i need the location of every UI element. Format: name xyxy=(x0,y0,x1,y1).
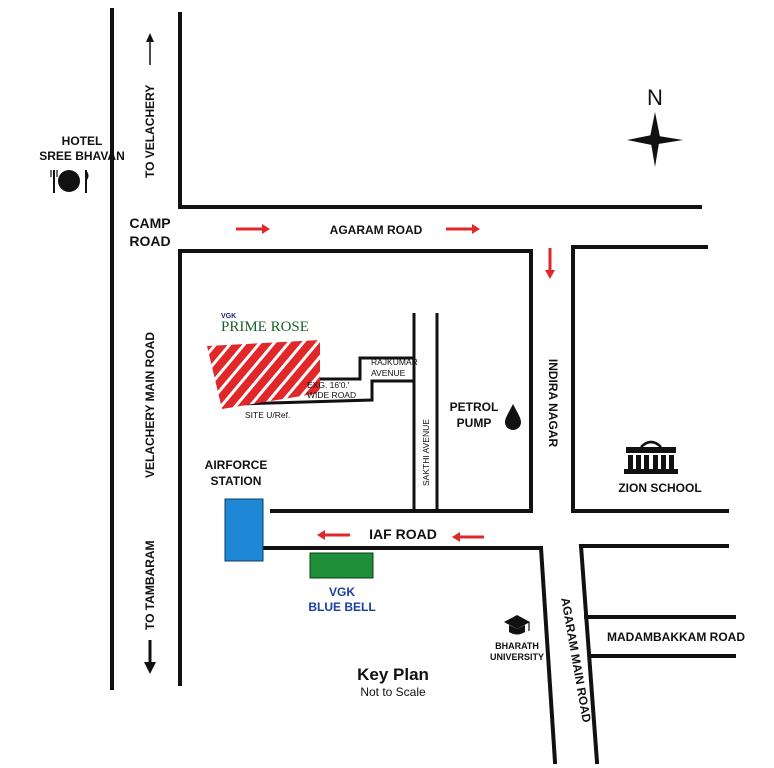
hotel-label-line1: HOTEL xyxy=(62,134,103,148)
compass-north-label: N xyxy=(647,85,663,110)
arrow-left-icon xyxy=(452,532,484,542)
exg-wide-road-south-edge xyxy=(238,379,414,406)
fuel-drop-icon xyxy=(505,404,521,430)
exg-road-label-line2: WIDE ROAD xyxy=(307,390,356,400)
velachery-main-road-label: VELACHERY MAIN ROAD xyxy=(143,332,157,478)
graduation-cap-icon xyxy=(504,615,530,635)
rajkumar-avenue-label-line2: AVENUE xyxy=(371,368,406,378)
arrow-left-icon xyxy=(317,530,350,540)
madambakkam-road-label: MADAMBAKKAM ROAD xyxy=(607,630,745,644)
arrow-right-icon xyxy=(446,224,480,234)
iaf-road-label: IAF ROAD xyxy=(369,526,437,542)
exg-road-label-line1: EXG. 16'0.' xyxy=(307,380,350,390)
agaram-road-label: AGARAM ROAD xyxy=(330,223,423,237)
arrow-right-icon xyxy=(236,224,270,234)
zion-school-label: ZION SCHOOL xyxy=(618,481,701,495)
petrol-pump-label-line1: PETROL xyxy=(450,400,499,414)
compass-star-icon xyxy=(627,112,683,167)
vgk-blue-bell-block xyxy=(309,552,374,579)
arrow-down-icon xyxy=(545,248,555,279)
arrow-down-icon xyxy=(144,640,156,674)
school-building-icon xyxy=(624,440,678,474)
camp-road-label-line1: CAMP xyxy=(129,215,170,231)
agaram-main-road-east-edge xyxy=(578,543,600,765)
site-ref-label: SITE U/Ref. xyxy=(245,410,290,420)
indira-nagar-label: INDIRA NAGAR xyxy=(546,359,560,448)
sakthi-avenue-label: SAKTHI AVENUE xyxy=(421,419,431,486)
agaram-main-road-west-edge xyxy=(538,545,558,765)
plate-fork-knife-icon xyxy=(50,170,89,193)
key-plan-title: Key Plan xyxy=(357,665,429,684)
bharath-university-label-line2: UNIVERSITY xyxy=(490,652,544,662)
camp-road-label-line2: ROAD xyxy=(129,233,170,249)
to-tambaram-label: TO TAMBARAM xyxy=(143,540,157,630)
direction-arrows xyxy=(144,33,555,674)
airforce-station-block xyxy=(224,498,264,562)
rajkumar-avenue-label-line1: RAJKUMAR xyxy=(371,357,418,367)
brand-name: PRIME ROSE xyxy=(221,319,309,335)
airforce-station-label-line2: STATION xyxy=(211,474,262,488)
rajkumar-avenue-north-edge xyxy=(299,356,414,381)
arrow-up-icon xyxy=(146,33,154,65)
to-velachery-label: TO VELACHERY xyxy=(143,85,157,178)
bharath-university-label-line1: BHARATH xyxy=(495,641,539,651)
vgk-blue-bell-label-line1: VGK xyxy=(329,585,355,599)
site-hatched-area xyxy=(207,340,320,409)
vgk-blue-bell-label-line2: BLUE BELL xyxy=(308,600,375,614)
airforce-station-label-line1: AIRFORCE xyxy=(205,458,268,472)
petrol-pump-label-line2: PUMP xyxy=(457,416,492,430)
hotel-label-line2: SREE BHAVAN xyxy=(39,149,125,163)
road-network xyxy=(110,8,736,765)
brand-tag: VGK xyxy=(221,313,236,320)
not-to-scale-label: Not to Scale xyxy=(360,685,426,699)
